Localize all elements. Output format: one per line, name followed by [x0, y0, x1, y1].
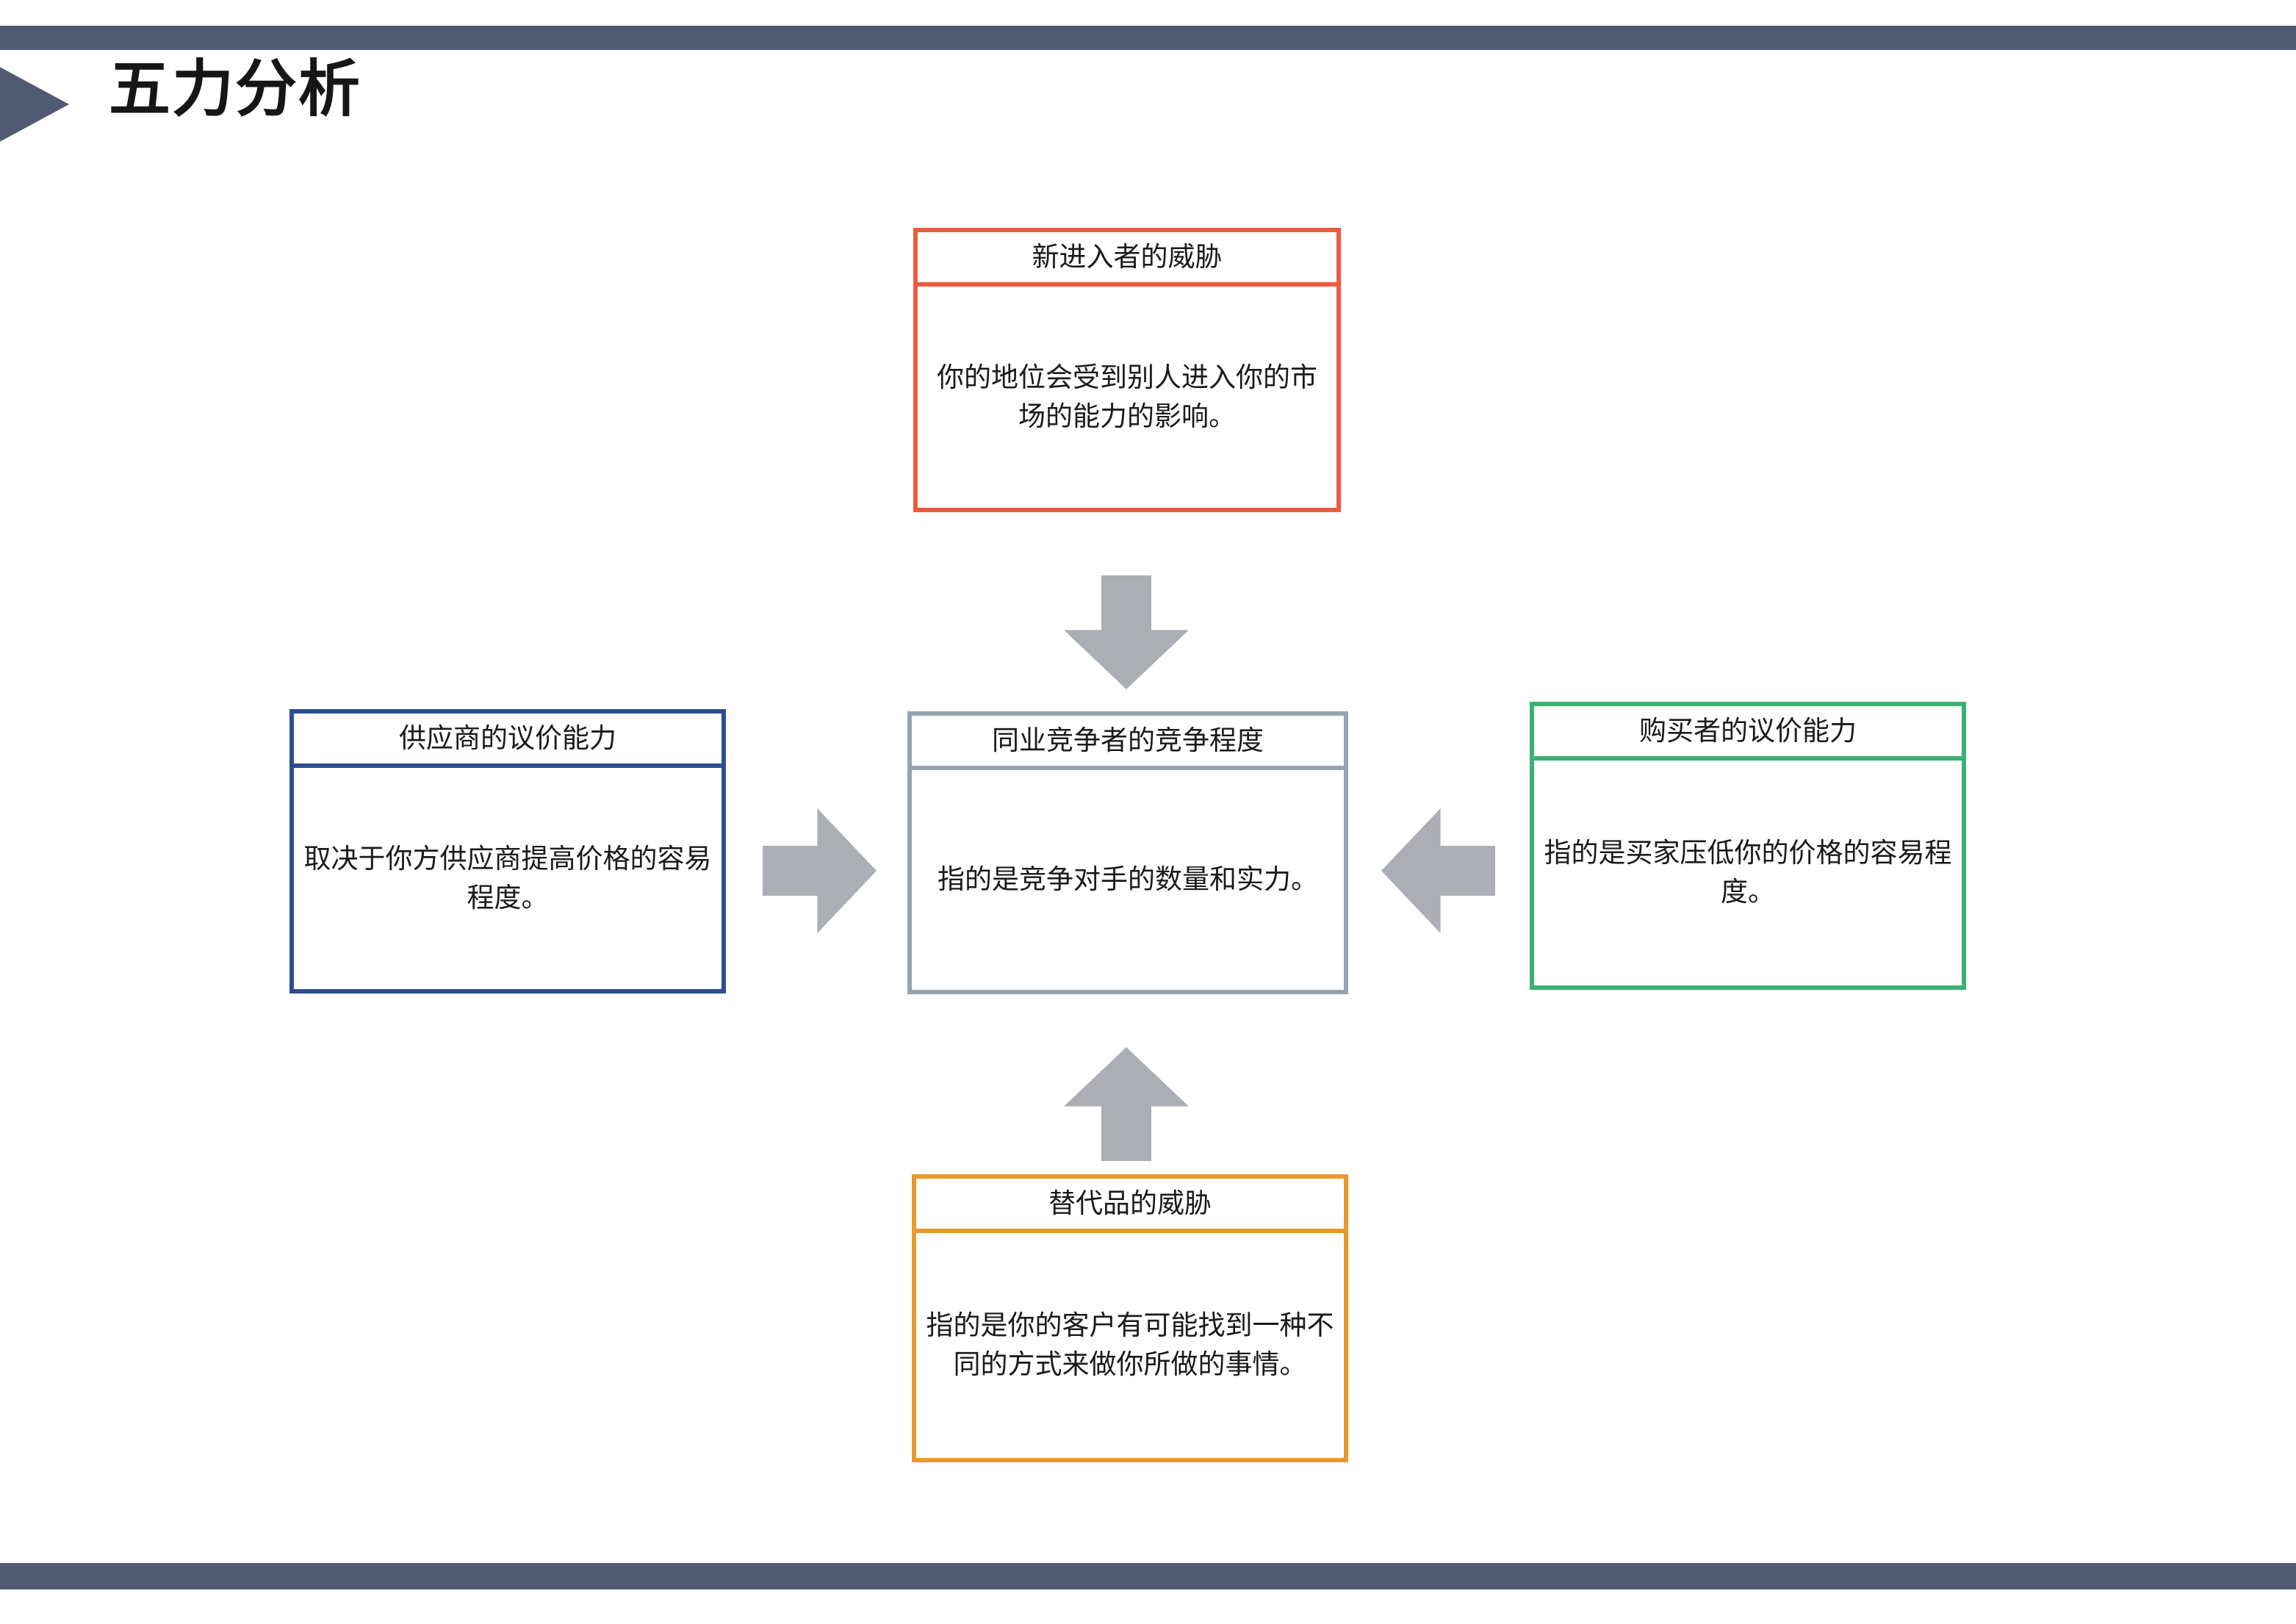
- force-card-suppliers[interactable]: 供应商的议价能力 取决于你方供应商提高价格的容易程度。: [289, 709, 726, 994]
- force-card-header: 替代品的威胁: [916, 1179, 1344, 1233]
- triangle-right-icon: [0, 65, 69, 144]
- force-card-header: 供应商的议价能力: [294, 714, 721, 768]
- page-title: 五力分析: [109, 54, 362, 123]
- force-card-body: 你的地位会受到别人进入你的市场的能力的影响。: [918, 287, 1336, 508]
- bottom-accent-bar: [0, 1563, 2296, 1589]
- force-card-header: 新进入者的威胁: [918, 232, 1336, 287]
- force-heading-buyers: 购买者的议价能力: [1639, 715, 1857, 746]
- force-heading-substitutes: 替代品的威胁: [1048, 1188, 1212, 1218]
- top-accent-bar: [0, 26, 2296, 50]
- force-description-substitutes: 指的是你的客户有可能找到一种不同的方式来做你所做的事情。: [926, 1310, 1334, 1379]
- force-card-header: 同业竞争者的竞争程度: [912, 716, 1344, 770]
- force-description-rivalry: 指的是竞争对手的数量和实力。: [938, 864, 1318, 895]
- force-card-body: 指的是买家压低你的价格的容易程度。: [1534, 761, 1962, 985]
- force-card-body: 指的是你的客户有可能找到一种不同的方式来做你所做的事情。: [916, 1233, 1344, 1458]
- force-card-buyers[interactable]: 购买者的议价能力 指的是买家压低你的价格的容易程度。: [1530, 702, 1966, 990]
- arrow-left-icon: [1381, 808, 1495, 933]
- arrow-right-icon: [763, 808, 877, 933]
- force-card-new-entrants[interactable]: 新进入者的威胁 你的地位会受到别人进入你的市场的能力的影响。: [913, 228, 1341, 512]
- arrow-down-icon: [1064, 575, 1189, 689]
- force-description-buyers: 指的是买家压低你的价格的容易程度。: [1544, 838, 1952, 907]
- arrow-up-icon: [1064, 1047, 1189, 1161]
- force-card-body: 取决于你方供应商提高价格的容易程度。: [294, 768, 721, 989]
- force-heading-suppliers: 供应商的议价能力: [399, 722, 616, 753]
- force-card-substitutes[interactable]: 替代品的威胁 指的是你的客户有可能找到一种不同的方式来做你所做的事情。: [912, 1174, 1348, 1462]
- force-card-rivalry[interactable]: 同业竞争者的竞争程度 指的是竞争对手的数量和实力。: [907, 711, 1348, 994]
- force-heading-new-entrants: 新进入者的威胁: [1032, 241, 1223, 272]
- force-description-new-entrants: 你的地位会受到别人进入你的市场的能力的影响。: [937, 362, 1317, 431]
- force-card-body: 指的是竞争对手的数量和实力。: [912, 770, 1344, 990]
- force-card-header: 购买者的议价能力: [1534, 706, 1962, 761]
- force-description-suppliers: 取决于你方供应商提高价格的容易程度。: [303, 843, 712, 913]
- force-heading-rivalry: 同业竞争者的竞争程度: [992, 725, 1264, 755]
